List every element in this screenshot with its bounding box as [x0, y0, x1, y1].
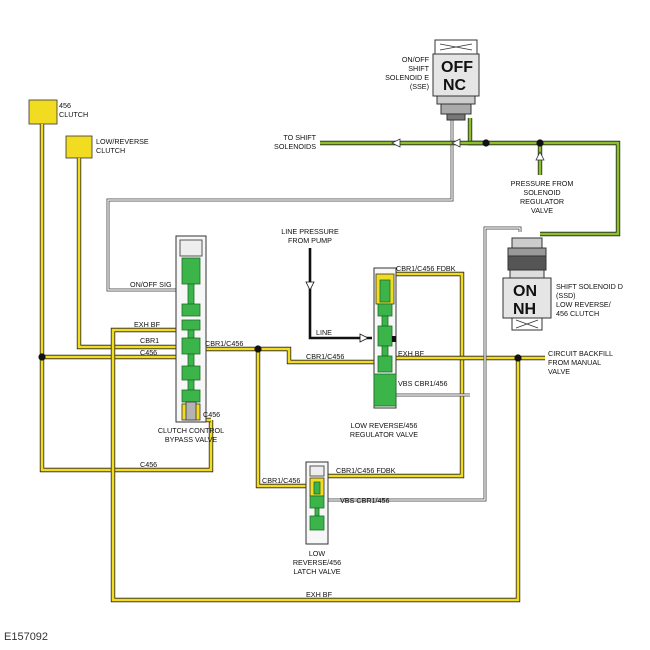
cbr1-c456-fdbk-label-b: CBR1/C456 FDBK [336, 466, 396, 475]
signal-wires [106, 118, 522, 502]
line-pressure-1: LINE PRESSURE [281, 227, 339, 236]
ssd-label-4: 456 CLUTCH [556, 309, 599, 318]
clutch-456-label-1: 456 [59, 101, 71, 110]
line-label: LINE [316, 328, 332, 337]
latch-label-1: LOW [309, 549, 326, 558]
sse-label: ON/OFF SHIFT SOLENOID E (SSE) [385, 55, 430, 91]
low-reverse-regulator-valve [373, 267, 397, 409]
cbr1-c456-label-a: CBR1/C456 [205, 339, 243, 348]
junction-dots [38, 139, 544, 362]
vbs-cbr1-456-label-a: VBS CBR1/456 [398, 379, 448, 388]
exh-bf-label-1: EXH BF [134, 320, 161, 329]
regulator-label-2: REGULATOR VALVE [350, 430, 418, 439]
on-off-sig-label: ON/OFF SIG [130, 280, 172, 289]
sse-label-3: SOLENOID E [385, 73, 429, 82]
cbr1-c456-label-b: CBR1/C456 [306, 352, 344, 361]
cbr1-c456-label-c: CBR1/C456 [262, 476, 300, 485]
ssd-solenoid [502, 237, 552, 331]
sse-state-nc: NC [443, 77, 467, 94]
exh-bf-label-2: EXH BF [398, 349, 425, 358]
yellow-circuits [39, 124, 545, 603]
low-reverse-clutch-label-2: CLUTCH [96, 146, 125, 155]
latch-label-3: LATCH VALVE [293, 567, 340, 576]
ssd-label: SHIFT SOLENOID D (SSD) LOW REVERSE/ 456 … [556, 282, 623, 318]
sse-solenoid [432, 39, 480, 121]
latch-valve [305, 461, 329, 545]
cbr1-label: CBR1 [140, 336, 159, 345]
circuit-backfill-1: CIRCUIT BACKFILL [548, 349, 613, 358]
latch-label-2: REVERSE/456 [293, 558, 341, 567]
sse-label-1: ON/OFF [402, 55, 430, 64]
ssd-state-on: ON [513, 283, 537, 300]
sse-state-off: OFF [441, 59, 473, 76]
sse-label-4: (SSE) [410, 82, 429, 91]
sse-label-2: SHIFT [408, 64, 429, 73]
regulator-label-1: LOW REVERSE/456 [351, 421, 418, 430]
bypass-label-2: BYPASS VALVE [165, 435, 218, 444]
pressure-from-2: SOLENOID [523, 188, 560, 197]
to-shift-solenoids-label: TO SHIFT SOLENOIDS [274, 133, 317, 151]
to-shift-solenoids-1: TO SHIFT [283, 133, 316, 142]
cbr1-c456-fdbk-label-a: CBR1/C456 FDBK [396, 264, 456, 273]
clutch-control-bypass-label: CLUTCH CONTROL BYPASS VALVE [158, 426, 224, 444]
latch-valve-label: LOW REVERSE/456 LATCH VALVE [293, 549, 341, 576]
clutch-control-bypass-valve [175, 235, 207, 423]
pressure-from-3: REGULATOR [520, 197, 564, 206]
clutch-456-block [28, 99, 58, 125]
pressure-from-4: VALVE [531, 206, 553, 215]
ssd-label-3: LOW REVERSE/ [556, 300, 611, 309]
ssd-label-1: SHIFT SOLENOID D [556, 282, 623, 291]
circuit-backfill-label: CIRCUIT BACKFILL FROM MANUAL VALVE [548, 349, 613, 376]
green-circuits [320, 118, 621, 237]
pressure-from-1: PRESSURE FROM [511, 179, 574, 188]
circuit-backfill-3: VALVE [548, 367, 570, 376]
to-shift-solenoids-2: SOLENOIDS [274, 142, 316, 151]
flow-arrows [391, 138, 545, 161]
circuit-backfill-2: FROM MANUAL [548, 358, 601, 367]
line-pressure-label: LINE PRESSURE FROM PUMP [281, 227, 339, 245]
clutch-456-label-2: CLUTCH [59, 110, 88, 119]
c456-label-c: C456 [203, 410, 220, 419]
line-pressure-2: FROM PUMP [288, 236, 332, 245]
line-pressure-circuit [305, 248, 372, 343]
low-rev-regulator-label: LOW REVERSE/456 REGULATOR VALVE [350, 421, 418, 439]
bypass-label-1: CLUTCH CONTROL [158, 426, 224, 435]
vbs-cbr1-456-label-b: VBS CBR1/456 [340, 496, 390, 505]
ssd-label-2: (SSD) [556, 291, 576, 300]
low-reverse-clutch-block [65, 135, 93, 159]
pressure-from-regulator-label: PRESSURE FROM SOLENOID REGULATOR VALVE [511, 179, 574, 215]
ssd-state-nh: NH [513, 301, 536, 318]
exh-bf-label-3: EXH BF [306, 590, 333, 599]
c456-label-b: C456 [140, 460, 157, 469]
low-reverse-clutch-label-1: LOW/REVERSE [96, 137, 149, 146]
c456-label-a: C456 [140, 348, 157, 357]
diagram-id: E157092 [4, 631, 48, 643]
